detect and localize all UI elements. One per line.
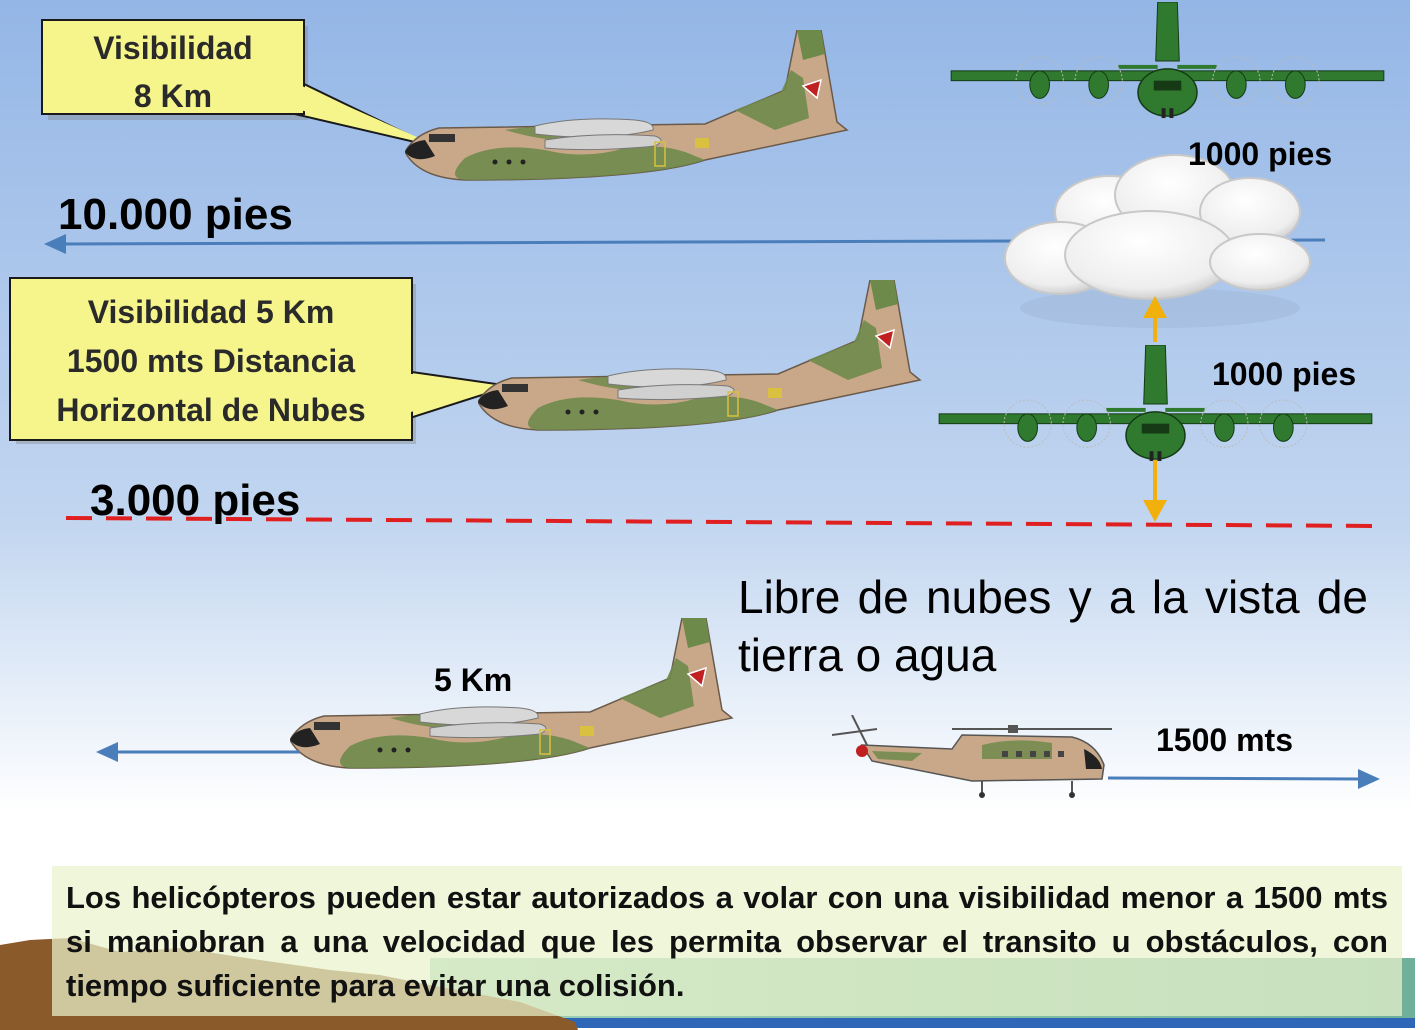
callout-mid-line2: 1500 mts Distancia <box>66 343 356 379</box>
callout-visibility-8km: Visibilidad 8 Km <box>42 24 304 120</box>
airplane-visibility-label: 5 Km <box>434 662 513 698</box>
airplane-visibility-arrow <box>96 742 300 762</box>
callout-visibility-5km: Visibilidad 5 Km 1500 mts Distancia Hori… <box>10 288 412 435</box>
callout-middle-bubble <box>9 277 511 444</box>
callout-mid-line3: Horizontal de Nubes <box>56 392 366 428</box>
altitude-3000-label: 3.000 pies <box>90 476 301 525</box>
vertical-separation-arrow <box>1143 296 1167 522</box>
sea-bottom-line <box>430 1018 1415 1028</box>
altitude-3000-dashed-line <box>65 516 1381 528</box>
helicopter-visibility-arrow <box>1107 769 1380 789</box>
helicopter-visibility-label: 1500 mts <box>1156 722 1293 758</box>
altitude-10000-label: 10.000 pies <box>58 190 293 239</box>
clear-of-clouds-text: Libre de nubes y a la vista de tierra o … <box>738 571 1368 681</box>
cloud-separation-below-label: 1000 pies <box>1212 356 1357 392</box>
note-box <box>52 866 1402 1016</box>
callout-mid-line1: Visibilidad 5 Km <box>87 294 335 330</box>
helicopter-note-text: Los helicópteros pueden estar autorizado… <box>66 880 1388 1003</box>
callout-top-line1: Visibilidad <box>93 30 253 66</box>
cloud-separation-above-label: 1000 pies <box>1188 136 1333 172</box>
callout-top-line2: 8 Km <box>133 78 213 114</box>
